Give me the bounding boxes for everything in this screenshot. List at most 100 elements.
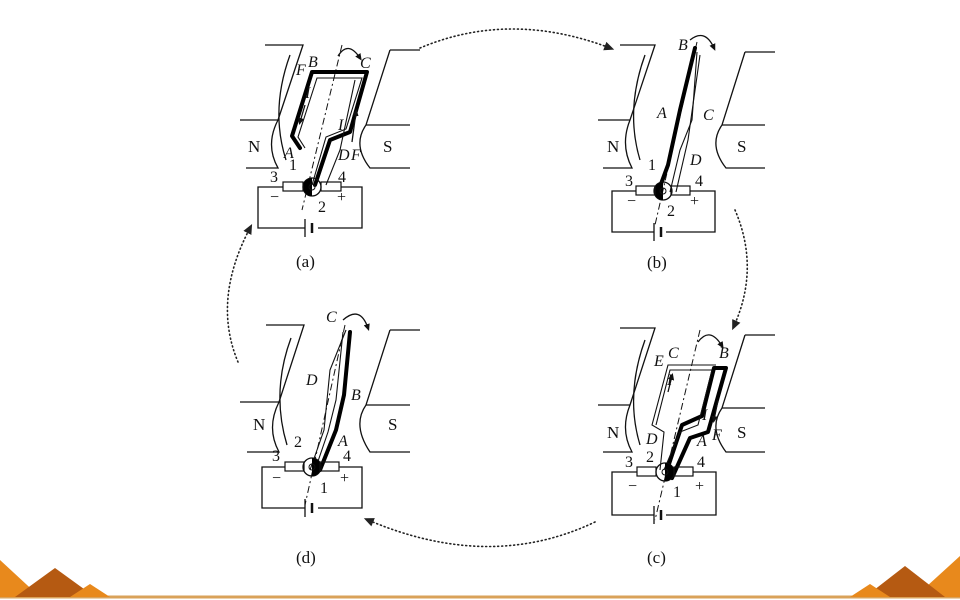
label-point-b-d: B xyxy=(351,387,361,404)
footer-triangle-right-3 xyxy=(850,584,890,597)
label-point-d-d: D xyxy=(305,372,318,389)
magnet-south-c xyxy=(715,334,775,453)
label-seg-1-a: 1 xyxy=(289,157,297,174)
commutator-segment-b xyxy=(654,182,663,200)
commutator-segment-c xyxy=(665,463,674,481)
current-arrow-a-2 xyxy=(351,108,359,143)
label-brush-4-c: 4 xyxy=(697,454,705,471)
label-north-d: N xyxy=(253,415,265,434)
rotation-arrow-a xyxy=(337,47,362,61)
magnet-north-shape-c xyxy=(632,339,646,446)
magnet-north-a xyxy=(240,44,304,169)
label-brush-4-b: 4 xyxy=(695,173,703,190)
label-point-a-b: A xyxy=(656,105,667,122)
label-point-a-a: A xyxy=(283,145,294,162)
label-point-f2-a: F xyxy=(350,147,361,164)
label-point-d-c: D xyxy=(645,431,658,448)
coil-thick-b xyxy=(656,46,697,194)
brush-left-d xyxy=(284,461,305,472)
brush-right-b xyxy=(670,185,691,196)
label-minus-b: − xyxy=(627,193,636,210)
label-seg-2-a: 2 xyxy=(318,199,326,216)
panel-d: N S 3 4 2 1 − + C D B A (d) xyxy=(240,309,420,567)
label-point-d-b: D xyxy=(689,152,702,169)
label-point-c-c: C xyxy=(668,345,679,362)
coil-thin-b2 xyxy=(675,54,701,193)
cycle-arrow-a-to-b xyxy=(419,28,615,51)
magnet-south-a xyxy=(359,49,420,169)
commutator-segment-a xyxy=(303,178,312,196)
commutator-center-d xyxy=(308,463,316,471)
label-seg-1-c: 1 xyxy=(673,484,681,501)
brush-left-b xyxy=(635,185,656,196)
label-point-f-c: F xyxy=(711,427,722,444)
coil-thin-b xyxy=(669,51,698,193)
coil-thin-c2 xyxy=(655,369,713,471)
label-point-c-d: C xyxy=(326,309,337,326)
label-point-a-d: A xyxy=(337,433,348,450)
caption-d: (d) xyxy=(296,548,316,567)
label-brush-4-a: 4 xyxy=(338,169,346,186)
label-current-2-a: I xyxy=(337,117,344,134)
caption-c: (c) xyxy=(647,548,666,567)
rotation-arrow-b xyxy=(689,34,716,51)
label-point-b-b: B xyxy=(678,37,688,54)
label-current-1-a: I xyxy=(304,85,311,102)
commutator-center-b xyxy=(659,187,667,195)
footer-triangle-left-3 xyxy=(70,584,110,597)
cycle-arrows xyxy=(226,28,749,548)
coil-thick-d xyxy=(318,330,352,472)
label-seg-1-b: 1 xyxy=(648,157,656,174)
label-north-a: N xyxy=(248,137,260,156)
footer-triangle-left-2 xyxy=(15,568,95,597)
coil-thin-a2 xyxy=(325,79,356,186)
magnet-north-shape-d xyxy=(279,337,292,446)
caption-b: (b) xyxy=(647,253,667,272)
rotation-axis-c xyxy=(654,329,701,521)
footer-triangle-right-2 xyxy=(865,566,945,597)
commutator-center-a xyxy=(308,183,316,191)
label-seg-2-b: 2 xyxy=(667,203,675,220)
magnet-north-shape-b xyxy=(632,54,646,161)
coil-thick-a xyxy=(290,70,369,187)
commutator-center-c xyxy=(661,468,669,476)
footer-decoration xyxy=(0,556,960,599)
brush-left-a xyxy=(282,181,304,192)
magnet-south-d xyxy=(359,329,420,453)
label-brush-4-d: 4 xyxy=(343,448,351,465)
label-plus-c: + xyxy=(695,478,704,495)
label-north-b: N xyxy=(607,137,619,156)
magnet-north-shape-a xyxy=(278,54,291,161)
circuit-c xyxy=(611,471,717,516)
magnet-south-b xyxy=(715,51,775,169)
label-seg-1-d: 1 xyxy=(320,480,328,497)
coil-thin-c xyxy=(651,364,716,471)
brush-left-c xyxy=(636,466,657,477)
label-north-c: N xyxy=(607,423,619,442)
coil-thick-c xyxy=(665,366,728,480)
label-plus-b: + xyxy=(690,193,699,210)
label-point-d-a: D xyxy=(337,147,350,164)
current-arrow-c-2 xyxy=(711,399,719,424)
label-south-d: S xyxy=(388,415,397,434)
label-minus-c: − xyxy=(628,478,637,495)
label-plus-a: + xyxy=(337,189,346,206)
rotation-arrow-d xyxy=(342,313,370,331)
circuit-a xyxy=(257,186,363,229)
label-point-e-c: E xyxy=(653,353,664,370)
label-current-1-c: I xyxy=(666,372,673,389)
circuit-b xyxy=(611,190,716,233)
circuit-d xyxy=(261,466,363,509)
label-plus-d: + xyxy=(340,470,349,487)
label-point-b-c: B xyxy=(719,345,729,362)
caption-a: (a) xyxy=(296,252,315,271)
panel-c: N S 3 4 2 1 − + E C B D A F I I (c) xyxy=(598,327,775,567)
commutator-segment-d xyxy=(312,458,321,476)
label-south-a: S xyxy=(383,137,392,156)
label-point-c-b: C xyxy=(703,107,714,124)
coil-thin-a xyxy=(297,77,363,186)
panel-a: N S 3 4 1 2 − + F B C A D F I I (a) xyxy=(240,44,420,271)
cycle-arrow-d-to-a xyxy=(226,224,253,363)
current-arrow-c-1 xyxy=(667,372,675,393)
